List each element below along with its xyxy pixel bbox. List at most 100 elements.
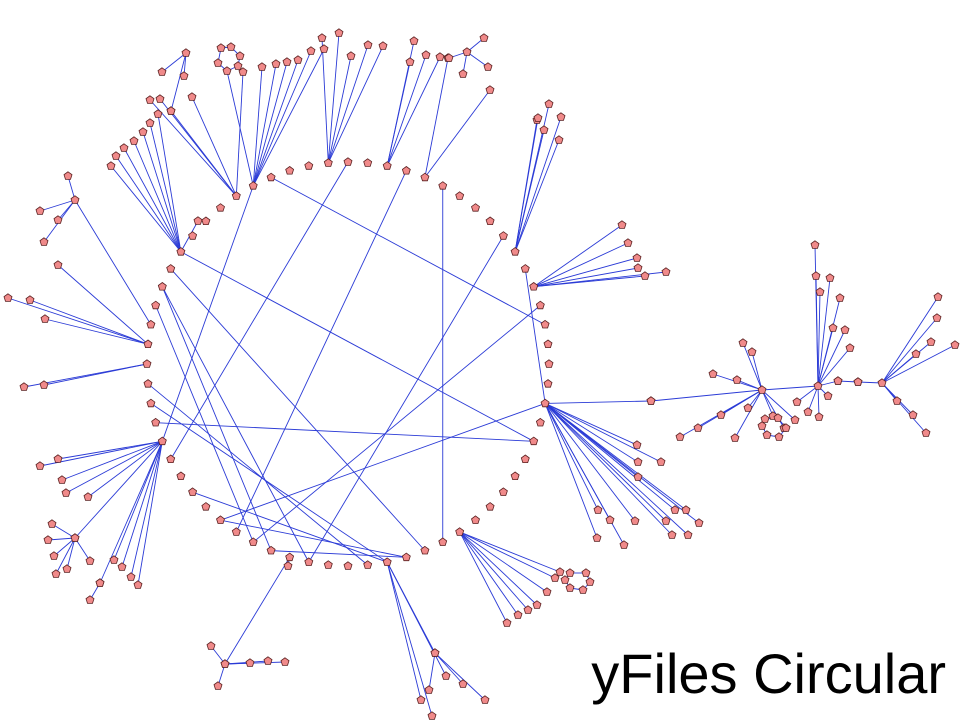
graph-edge [434, 652, 486, 701]
graph-node [435, 52, 445, 61]
graph-node [216, 203, 225, 212]
graph-node [556, 112, 566, 121]
graph-edge [224, 661, 286, 665]
graph-node [53, 215, 63, 224]
graph-edge [544, 403, 639, 463]
graph-node [83, 492, 93, 501]
graph-node [747, 347, 757, 356]
graph-edge [65, 440, 163, 494]
graph-edge [115, 155, 182, 253]
graph-node [520, 264, 530, 273]
graph-node [540, 319, 550, 329]
graph-edge [796, 385, 819, 403]
graph-node [245, 658, 255, 667]
graph-edge [466, 51, 489, 68]
graph-node [235, 51, 245, 60]
graph-node [803, 407, 813, 416]
graph-node [51, 569, 61, 578]
graph-edge [514, 116, 562, 252]
graph-edge [761, 385, 819, 391]
graph-node [535, 417, 545, 427]
graph-edge [66, 537, 76, 570]
graph-node [623, 238, 633, 247]
graph-edge [817, 327, 834, 387]
graph-nodes [3, 28, 960, 720]
graph-edge [817, 329, 846, 387]
graph-node [216, 43, 226, 52]
graph-edge [180, 251, 534, 442]
graph-node [853, 377, 863, 386]
graph-edge [514, 117, 539, 252]
graph-node [921, 428, 931, 437]
graph-edge [321, 37, 329, 163]
graph-node [85, 556, 95, 565]
graph-edge [533, 267, 639, 288]
graph-node [151, 300, 161, 310]
graph-edge [327, 55, 352, 164]
graph-node [833, 376, 843, 385]
graph-edge [150, 403, 388, 563]
graph-node [633, 263, 643, 272]
graph-node [683, 530, 693, 539]
graph-edge [161, 52, 187, 73]
graph-node [421, 50, 431, 59]
graph-node [213, 58, 223, 67]
graph-node [319, 44, 329, 53]
graph-node [441, 671, 451, 680]
graph-node [409, 36, 419, 45]
graph-edge [817, 385, 820, 418]
graph-edge [424, 57, 449, 178]
graph-node [543, 339, 553, 349]
graph-node [693, 423, 703, 432]
graph-node [323, 560, 333, 569]
graph-node [401, 552, 411, 562]
graph-node [617, 220, 627, 229]
graph-edge [807, 385, 819, 413]
graph-node [179, 71, 189, 80]
graph-node [231, 191, 241, 200]
graph-edge [155, 305, 254, 543]
graph-node [35, 206, 45, 215]
graph-node [405, 57, 415, 66]
graph-node [694, 518, 704, 527]
graph-edge [881, 341, 932, 384]
graph-edge [67, 175, 76, 201]
graph-node [57, 475, 67, 484]
graph-node [632, 440, 642, 449]
graph-node [142, 359, 152, 368]
graph-node [424, 685, 434, 694]
graph-edge [121, 441, 163, 568]
graph-node [282, 57, 292, 66]
graph-node [119, 143, 129, 152]
graph-edge [61, 440, 163, 481]
graph-node [343, 561, 353, 570]
graph-node [932, 313, 942, 322]
graph-edge [170, 52, 187, 112]
graph-node [193, 216, 203, 225]
graph-node [813, 381, 823, 390]
graph-node [554, 135, 564, 144]
graph-node [53, 260, 63, 269]
graph-node [346, 51, 356, 60]
graph-edge [224, 557, 291, 665]
graph-node [420, 172, 430, 182]
graph-node [533, 113, 543, 122]
graph-edge [308, 235, 504, 563]
graph-node [201, 502, 211, 511]
graph-edge [533, 275, 646, 288]
graph-node [540, 398, 550, 408]
graph-edge [133, 140, 182, 252]
graph-node [529, 282, 539, 291]
graph-edge [817, 291, 821, 387]
graph-edge [544, 403, 689, 536]
graph-node [49, 551, 59, 560]
graph-node [544, 99, 554, 108]
graph-edge [386, 61, 411, 166]
graph-node [774, 432, 784, 441]
graph-node [455, 527, 465, 536]
graph-edge [544, 403, 636, 522]
graph-edge [110, 165, 182, 253]
graph-edge [271, 550, 407, 558]
graph-edge [161, 185, 254, 442]
graph-node [757, 421, 767, 430]
